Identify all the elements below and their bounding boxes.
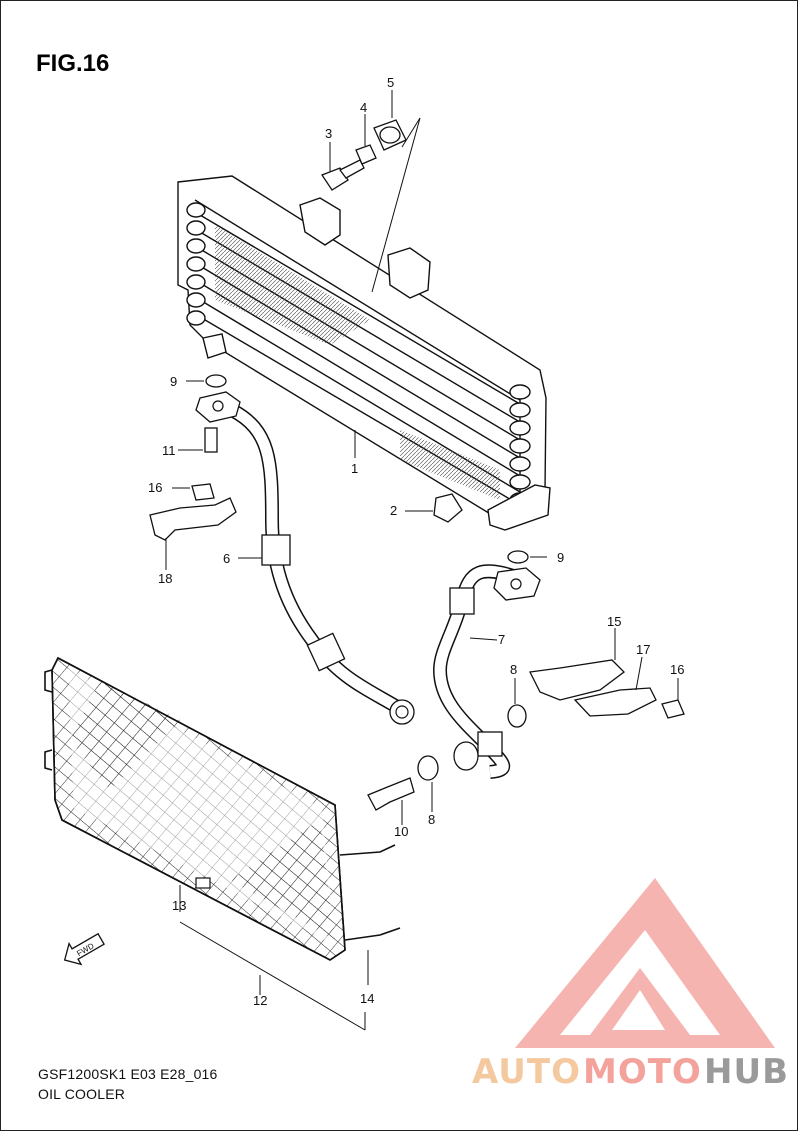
watermark-hub: HUB [704,1052,789,1092]
callout-16-right: 16 [670,662,684,677]
small-parts [149,374,685,811]
callout-16-left: 16 [148,480,162,495]
watermark-logo [515,878,775,1048]
callout-18: 18 [158,571,172,586]
callout-4: 4 [360,100,367,115]
forward-arrow-icon: FWD [63,932,105,966]
callout-9-lower: 9 [557,550,564,565]
callout-1: 1 [351,461,358,476]
callout-8-lower: 8 [428,812,435,827]
oil-cooler-guard [44,656,401,961]
washer-8-lower [417,755,439,781]
o-ring-9-upper [205,374,227,388]
callout-5: 5 [387,75,394,90]
callout-15: 15 [607,614,621,629]
callout-2: 2 [390,503,397,518]
union-bolt-10 [367,777,415,811]
callout-14: 14 [360,991,374,1006]
bolt-16-left [191,483,215,501]
washer-8-upper [507,704,527,728]
clip-2 [433,493,463,523]
assembly-name: OIL COOLER [38,1086,126,1102]
bracket-17 [573,687,657,717]
oil-hose-6 [195,391,415,725]
callout-13: 13 [172,898,186,913]
clamp-18 [149,497,237,541]
callout-numbers: 1 2 3 4 5 6 7 8 8 9 9 10 11 12 13 14 15 … [148,75,684,1008]
o-ring-9-lower [507,550,529,564]
callout-10: 10 [394,824,408,839]
callout-6: 6 [223,551,230,566]
callout-11: 11 [162,443,176,458]
watermark-text: AUTO MOTO HUB [472,1052,789,1092]
watermark-auto: AUTO [472,1052,581,1092]
callout-7: 7 [498,632,505,647]
callout-8-upper: 8 [510,662,517,677]
figure-title: FIG.16 [36,50,110,77]
callout-3: 3 [325,126,332,141]
watermark-moto: MOTO [583,1052,702,1092]
bolt-11 [204,427,218,453]
callout-17: 17 [636,642,650,657]
leader-lines [165,90,679,1031]
bracket-15 [529,659,625,701]
oil-cooler-core [177,175,551,531]
model-code: GSF1200SK1 E03 E28_016 [38,1066,218,1082]
oil-hose-7 [432,564,541,779]
bolt-16-right [661,699,685,719]
mounting-hardware [321,117,421,293]
callout-12: 12 [253,993,267,1008]
callout-9-upper: 9 [170,374,177,389]
